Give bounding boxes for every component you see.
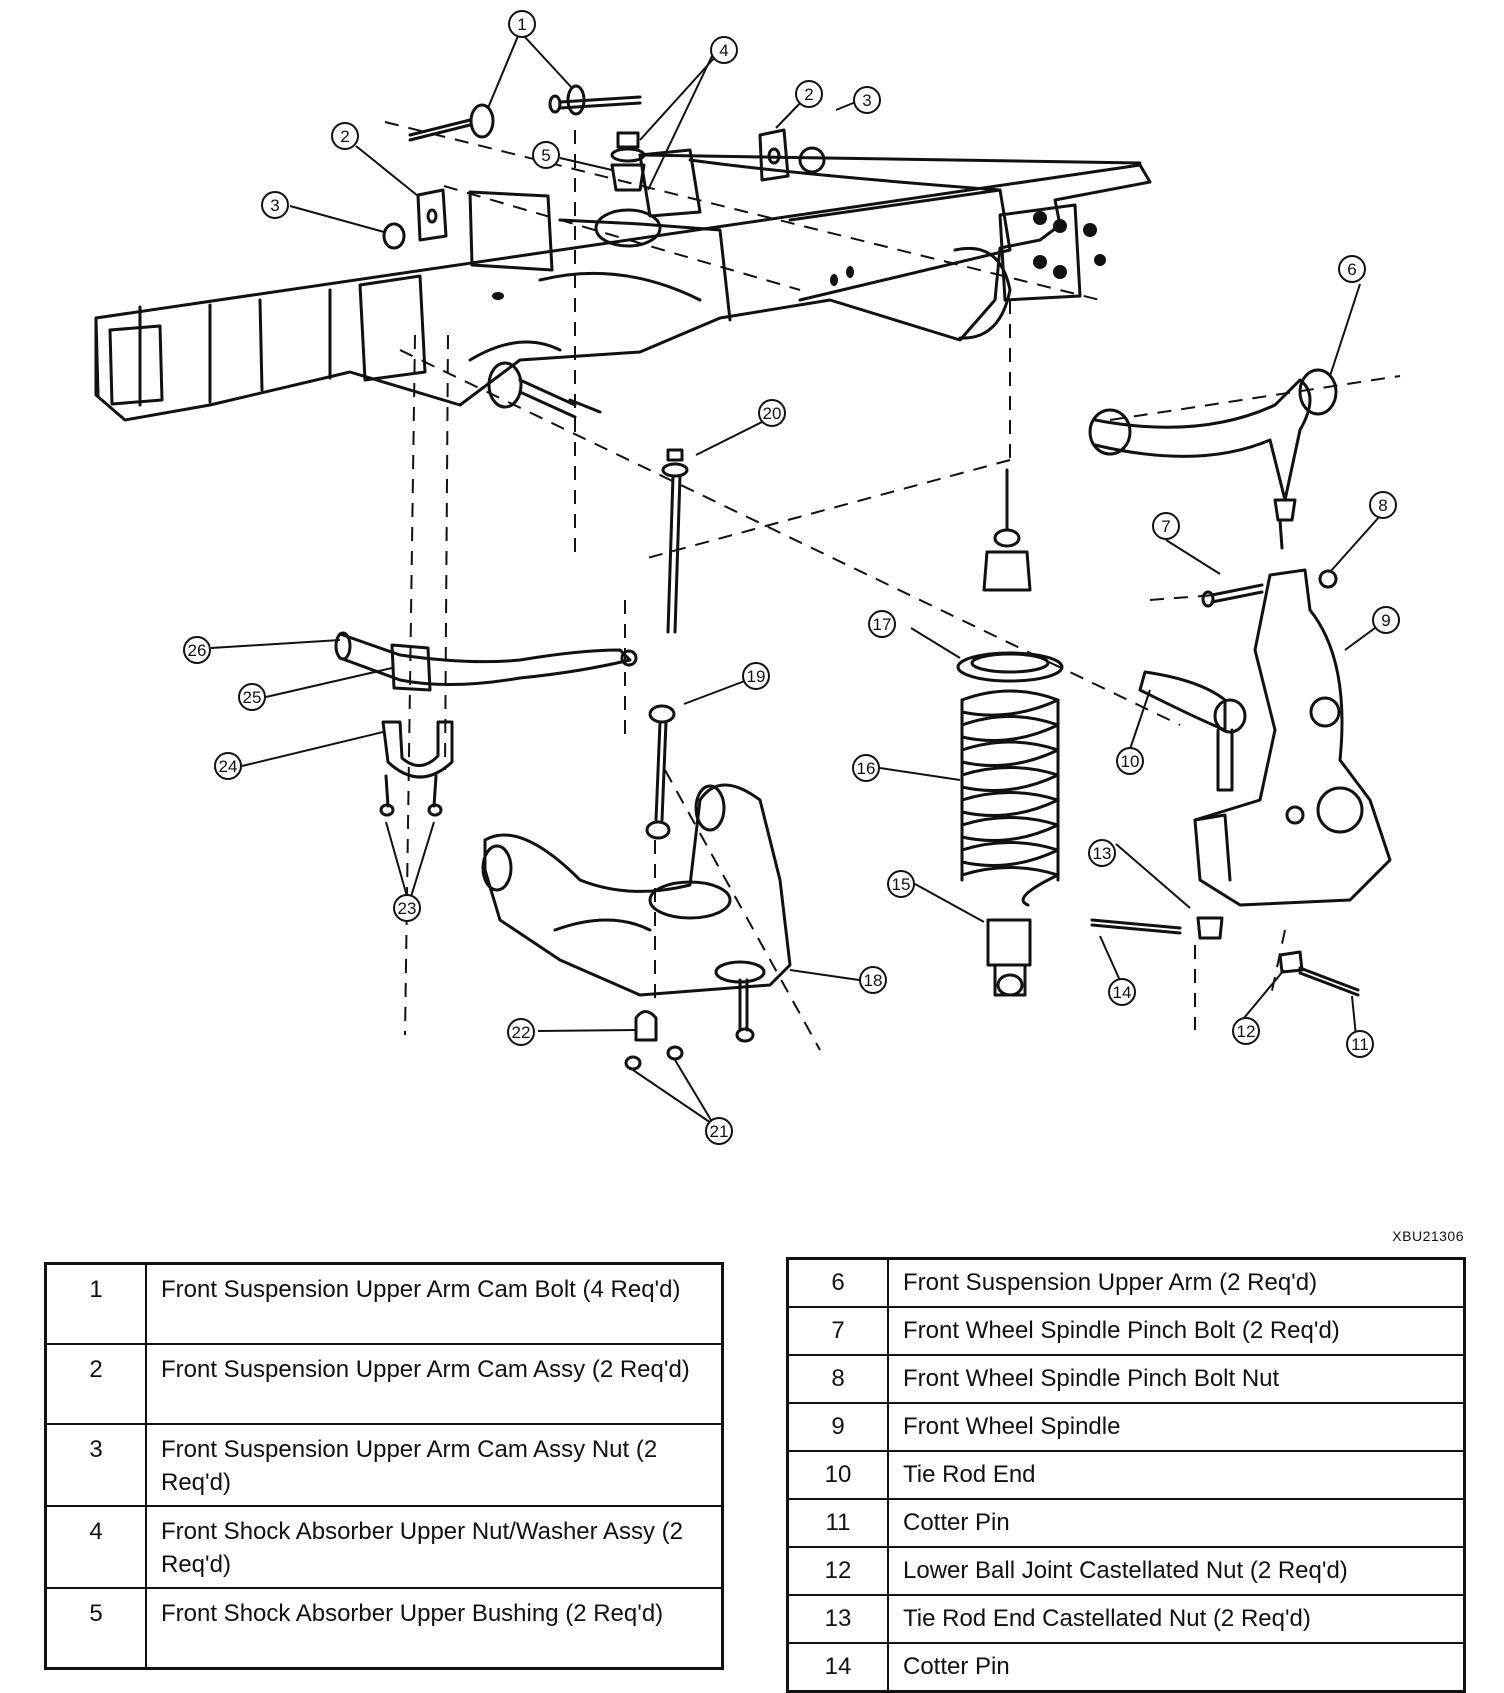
table-row: 3 Front Suspension Upper Arm Cam Assy Nu… <box>44 1423 724 1507</box>
callout-2-right: 2 <box>804 85 813 104</box>
callout-leaders <box>210 35 1381 1126</box>
callout-11: 11 <box>1351 1035 1369 1054</box>
callout-circles <box>183 10 1400 1145</box>
coil-spring-part <box>956 651 1064 907</box>
callout-20: 20 <box>763 404 782 423</box>
callout-22: 22 <box>512 1023 531 1042</box>
legend-number: 2 <box>44 1343 147 1425</box>
legend-description: Front Wheel Spindle Pinch Bolt (2 Req'd) <box>887 1306 1466 1356</box>
cam-assy-part <box>382 128 826 250</box>
table-row: 5 Front Shock Absorber Upper Bushing (2 … <box>44 1587 724 1670</box>
suspension-exploded-diagram: 1 2 3 4 5 6 7 8 9 10 11 12 13 14 15 16 1… <box>94 10 1401 1145</box>
legend-number: 10 <box>786 1450 889 1500</box>
legend-number: 4 <box>44 1505 147 1589</box>
frame-crossmember <box>94 148 1152 422</box>
legend-number: 12 <box>786 1546 889 1596</box>
tie-rod-end-part <box>1138 670 1247 792</box>
shock-upper-parts <box>594 131 662 248</box>
table-row: 4 Front Shock Absorber Upper Nut/Washer … <box>44 1505 724 1589</box>
callout-6: 6 <box>1347 260 1356 279</box>
callout-17: 17 <box>873 615 892 634</box>
legend-description: Front Shock Absorber Upper Nut/Washer As… <box>145 1505 724 1589</box>
legend-description: Front Wheel Spindle <box>887 1402 1466 1452</box>
stabilizer-link-part <box>645 448 689 840</box>
callout-13: 13 <box>1093 844 1112 863</box>
callout-labels: 1 2 3 4 5 6 7 8 9 10 11 12 13 14 15 16 1… <box>188 15 1391 1141</box>
table-row: 12 Lower Ball Joint Castellated Nut (2 R… <box>786 1546 1466 1596</box>
callout-3: 3 <box>270 196 279 215</box>
callout-16: 16 <box>857 759 876 778</box>
legend-description: Cotter Pin <box>887 1642 1466 1693</box>
legend-description: Lower Ball Joint Castellated Nut (2 Req'… <box>887 1546 1466 1596</box>
frame-bushing-part <box>487 361 602 419</box>
legend-number: 3 <box>44 1423 147 1507</box>
cam-bolt-part <box>408 84 642 142</box>
figure-code: XBU21306 <box>1392 1228 1464 1244</box>
legend-number: 9 <box>786 1402 889 1452</box>
table-row: 8 Front Wheel Spindle Pinch Bolt Nut <box>786 1354 1466 1404</box>
legend-number: 1 <box>44 1262 147 1345</box>
table-row: 9 Front Wheel Spindle <box>786 1402 1466 1452</box>
legend-number: 7 <box>786 1306 889 1356</box>
callout-19: 19 <box>747 667 766 686</box>
callout-9: 9 <box>1381 611 1390 630</box>
callout-5: 5 <box>541 146 550 165</box>
upper-arm-part <box>1088 368 1338 550</box>
legend-description: Front Suspension Upper Arm Cam Bolt (4 R… <box>145 1262 724 1345</box>
callout-14: 14 <box>1113 983 1132 1002</box>
callout-21: 21 <box>710 1122 729 1141</box>
legend-table-left: 1 Front Suspension Upper Arm Cam Bolt (4… <box>44 1262 724 1670</box>
callout-12: 12 <box>1237 1022 1256 1041</box>
callout-23: 23 <box>398 899 417 918</box>
legend-description: Cotter Pin <box>887 1498 1466 1548</box>
callout-2: 2 <box>340 127 349 146</box>
legend-description: Front Shock Absorber Upper Bushing (2 Re… <box>145 1587 724 1670</box>
callout-18: 18 <box>864 971 883 990</box>
lower-arm-part <box>481 783 792 1043</box>
table-row: 1 Front Suspension Upper Arm Cam Bolt (4… <box>44 1262 724 1345</box>
callout-8: 8 <box>1378 496 1387 515</box>
callout-1: 1 <box>517 15 526 34</box>
callout-7: 7 <box>1161 517 1170 536</box>
table-row: 14 Cotter Pin <box>786 1642 1466 1693</box>
callout-24: 24 <box>219 757 238 776</box>
legend-description: Front Wheel Spindle Pinch Bolt Nut <box>887 1354 1466 1404</box>
legend-number: 8 <box>786 1354 889 1404</box>
callout-26: 26 <box>188 641 207 660</box>
pinch-bolt-part <box>1201 569 1338 608</box>
table-row: 10 Tie Rod End <box>786 1450 1466 1500</box>
castellated-nuts-part <box>1090 916 1360 997</box>
callout-10: 10 <box>1121 752 1140 771</box>
legend-number: 14 <box>786 1642 889 1693</box>
legend-description: Tie Rod End <box>887 1450 1466 1500</box>
callout-15: 15 <box>892 875 911 894</box>
stabilizer-bar-part <box>334 631 638 692</box>
legend-description: Front Suspension Upper Arm Cam Assy Nut … <box>145 1423 724 1507</box>
legend-number: 13 <box>786 1594 889 1644</box>
callout-25: 25 <box>243 688 262 707</box>
callout-4: 4 <box>719 41 728 60</box>
shock-absorber-part <box>982 468 1032 997</box>
bumper-and-nuts-part <box>624 1010 684 1071</box>
legend-number: 11 <box>786 1498 889 1548</box>
stabilizer-bracket-part <box>379 720 454 817</box>
legend-description: Front Suspension Upper Arm Cam Assy (2 R… <box>145 1343 724 1425</box>
table-row: 7 Front Wheel Spindle Pinch Bolt (2 Req'… <box>786 1306 1466 1356</box>
assembly-lines <box>384 121 1401 1051</box>
table-row: 13 Tie Rod End Castellated Nut (2 Req'd) <box>786 1594 1466 1644</box>
callout-3-right: 3 <box>862 91 871 110</box>
legend-number: 6 <box>786 1257 889 1308</box>
legend-description: Front Suspension Upper Arm (2 Req'd) <box>887 1257 1466 1308</box>
table-row: 6 Front Suspension Upper Arm (2 Req'd) <box>786 1257 1466 1308</box>
legend-number: 5 <box>44 1587 147 1670</box>
legend-description: Tie Rod End Castellated Nut (2 Req'd) <box>887 1594 1466 1644</box>
spindle-part <box>1193 568 1392 907</box>
legend-table-right: 6 Front Suspension Upper Arm (2 Req'd) 7… <box>786 1257 1466 1693</box>
frame-bolt-holes <box>492 211 1106 300</box>
table-row: 2 Front Suspension Upper Arm Cam Assy (2… <box>44 1343 724 1425</box>
table-row: 11 Cotter Pin <box>786 1498 1466 1548</box>
